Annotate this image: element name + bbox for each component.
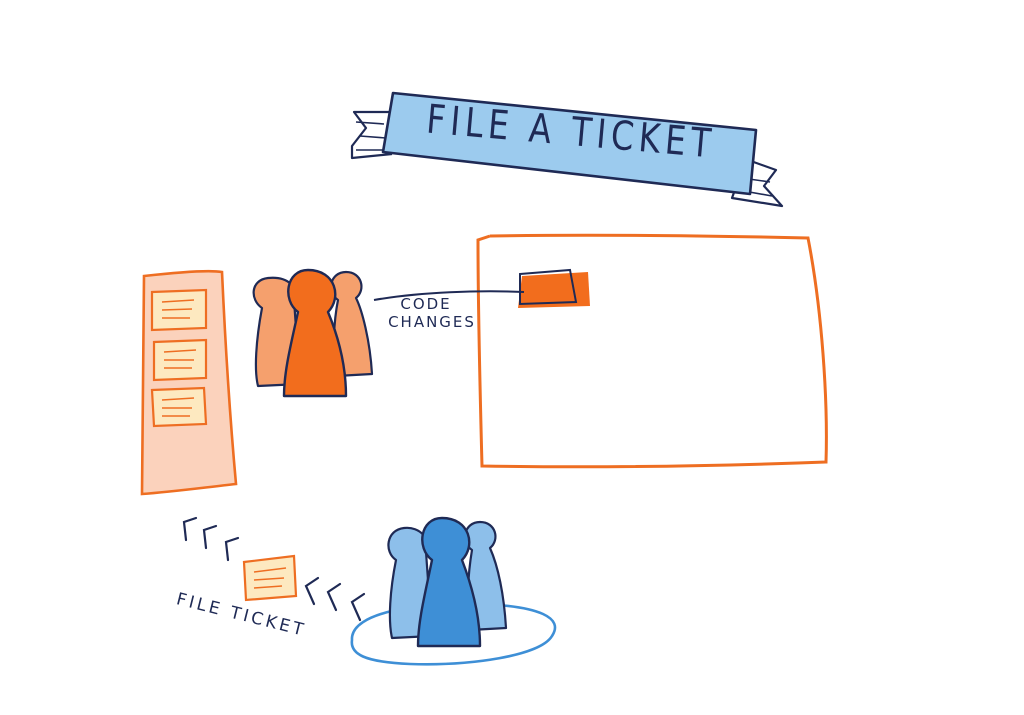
reporter-group-icon (387, 516, 508, 648)
title-banner: FILE A TICKET (350, 91, 784, 208)
motion-chevrons-lower (304, 576, 366, 622)
system-box (476, 233, 828, 469)
developer-group-icon (252, 268, 374, 398)
ticket-card-icon (242, 554, 298, 602)
backlog-ticket-1 (150, 288, 208, 332)
banner-ribbon (381, 91, 758, 196)
code-change-outline (519, 268, 578, 306)
backlog-ticket-3 (150, 386, 208, 428)
code-changes-label-line1: CODE (400, 295, 451, 313)
reporter-group (350, 516, 557, 666)
motion-chevrons-upper (182, 516, 240, 562)
code-changes-label-line2: CHANGES (388, 313, 476, 331)
backlog-ticket-2 (152, 338, 208, 382)
backlog-column (140, 269, 238, 496)
code-changes-connector (373, 290, 525, 301)
